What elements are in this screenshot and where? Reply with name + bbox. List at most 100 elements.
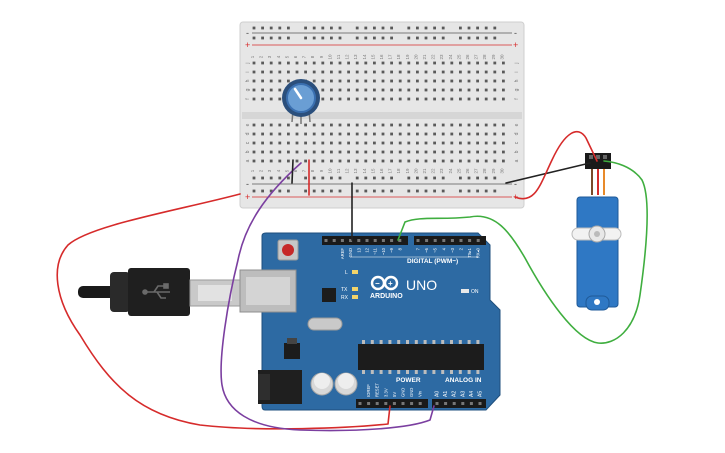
breadboard-hole[interactable]	[441, 61, 445, 65]
breadboard-hole[interactable]	[287, 70, 290, 74]
rail-hole[interactable]	[476, 26, 479, 30]
rail-hole[interactable]	[252, 26, 256, 30]
breadboard-hole[interactable]	[321, 88, 325, 92]
breadboard-hole[interactable]	[381, 61, 385, 65]
breadboard-hole[interactable]	[373, 97, 376, 101]
rail-hole[interactable]	[484, 189, 488, 193]
breadboard-hole[interactable]	[441, 123, 445, 127]
breadboard-hole[interactable]	[330, 159, 333, 163]
breadboard-hole[interactable]	[355, 88, 359, 92]
rail-hole[interactable]	[433, 26, 436, 30]
breadboard-hole[interactable]	[304, 132, 307, 136]
rail-hole[interactable]	[312, 36, 316, 40]
breadboard-hole[interactable]	[347, 141, 350, 145]
breadboard-hole[interactable]	[381, 123, 385, 127]
breadboard-hole[interactable]	[364, 88, 368, 92]
breadboard-hole[interactable]	[424, 132, 428, 136]
breadboard-hole[interactable]	[355, 97, 359, 101]
header-pin[interactable]	[375, 402, 379, 405]
breadboard-hole[interactable]	[278, 132, 282, 136]
rail-hole[interactable]	[252, 36, 256, 40]
breadboard-hole[interactable]	[416, 132, 419, 136]
breadboard-hole[interactable]	[330, 97, 333, 101]
breadboard-hole[interactable]	[373, 79, 376, 83]
breadboard-hole[interactable]	[467, 123, 471, 127]
breadboard-hole[interactable]	[355, 61, 359, 65]
rail-hole[interactable]	[338, 26, 342, 30]
breadboard-hole[interactable]	[441, 132, 445, 136]
breadboard-hole[interactable]	[330, 150, 333, 154]
breadboard-hole[interactable]	[287, 132, 290, 136]
breadboard-hole[interactable]	[269, 159, 273, 163]
breadboard-hole[interactable]	[261, 132, 264, 136]
header-pin[interactable]	[442, 239, 446, 242]
header-pin[interactable]	[459, 239, 463, 242]
breadboard-hole[interactable]	[312, 61, 316, 65]
breadboard-hole[interactable]	[312, 141, 316, 145]
header-pin[interactable]	[418, 402, 422, 405]
breadboard-hole[interactable]	[398, 61, 402, 65]
breadboard-hole[interactable]	[278, 141, 282, 145]
wire-black-servo[interactable]	[505, 162, 591, 184]
rail-hole[interactable]	[390, 26, 393, 30]
rail-hole[interactable]	[441, 36, 445, 40]
rail-hole[interactable]	[407, 176, 411, 180]
header-pin[interactable]	[435, 402, 439, 405]
header-pin[interactable]	[324, 239, 328, 242]
breadboard-hole[interactable]	[295, 141, 299, 145]
breadboard-hole[interactable]	[416, 97, 419, 101]
breadboard-hole[interactable]	[330, 88, 333, 92]
breadboard-hole[interactable]	[278, 159, 282, 163]
breadboard-hole[interactable]	[407, 79, 411, 83]
breadboard-hole[interactable]	[330, 70, 333, 74]
rail-hole[interactable]	[278, 36, 282, 40]
breadboard-hole[interactable]	[407, 141, 411, 145]
breadboard-hole[interactable]	[261, 61, 264, 65]
breadboard-hole[interactable]	[321, 141, 325, 145]
header-pin[interactable]	[478, 402, 482, 405]
breadboard-hole[interactable]	[355, 70, 359, 74]
rail-hole[interactable]	[441, 26, 445, 30]
rail-hole[interactable]	[373, 189, 376, 193]
breadboard-hole[interactable]	[493, 132, 497, 136]
rail-hole[interactable]	[373, 26, 376, 30]
rail-hole[interactable]	[390, 36, 393, 40]
breadboard-hole[interactable]	[390, 70, 393, 74]
breadboard-hole[interactable]	[381, 141, 385, 145]
breadboard-hole[interactable]	[347, 97, 350, 101]
rail-hole[interactable]	[493, 176, 497, 180]
breadboard-hole[interactable]	[484, 97, 488, 101]
rail-hole[interactable]	[330, 36, 333, 40]
breadboard-hole[interactable]	[269, 70, 273, 74]
breadboard-hole[interactable]	[433, 159, 436, 163]
breadboard-hole[interactable]	[502, 61, 505, 65]
rail-hole[interactable]	[459, 36, 462, 40]
breadboard-hole[interactable]	[338, 159, 342, 163]
rail-hole[interactable]	[278, 176, 282, 180]
breadboard-hole[interactable]	[407, 159, 411, 163]
breadboard-hole[interactable]	[424, 159, 428, 163]
breadboard-hole[interactable]	[373, 61, 376, 65]
breadboard-hole[interactable]	[321, 150, 325, 154]
breadboard-hole[interactable]	[381, 132, 385, 136]
breadboard-hole[interactable]	[407, 61, 411, 65]
breadboard-hole[interactable]	[287, 79, 290, 83]
breadboard-hole[interactable]	[364, 70, 368, 74]
breadboard-hole[interactable]	[269, 123, 273, 127]
breadboard-hole[interactable]	[278, 97, 282, 101]
breadboard-hole[interactable]	[398, 141, 402, 145]
breadboard-hole[interactable]	[450, 159, 454, 163]
breadboard-hole[interactable]	[347, 79, 350, 83]
header-pin[interactable]	[367, 402, 371, 405]
breadboard-hole[interactable]	[398, 97, 402, 101]
breadboard-hole[interactable]	[441, 159, 445, 163]
breadboard-hole[interactable]	[252, 141, 256, 145]
breadboard-hole[interactable]	[493, 141, 497, 145]
rail-hole[interactable]	[416, 189, 419, 193]
breadboard-hole[interactable]	[502, 88, 505, 92]
breadboard-hole[interactable]	[269, 97, 273, 101]
breadboard-hole[interactable]	[381, 97, 385, 101]
breadboard-hole[interactable]	[347, 132, 350, 136]
breadboard-hole[interactable]	[364, 141, 368, 145]
breadboard-hole[interactable]	[484, 150, 488, 154]
